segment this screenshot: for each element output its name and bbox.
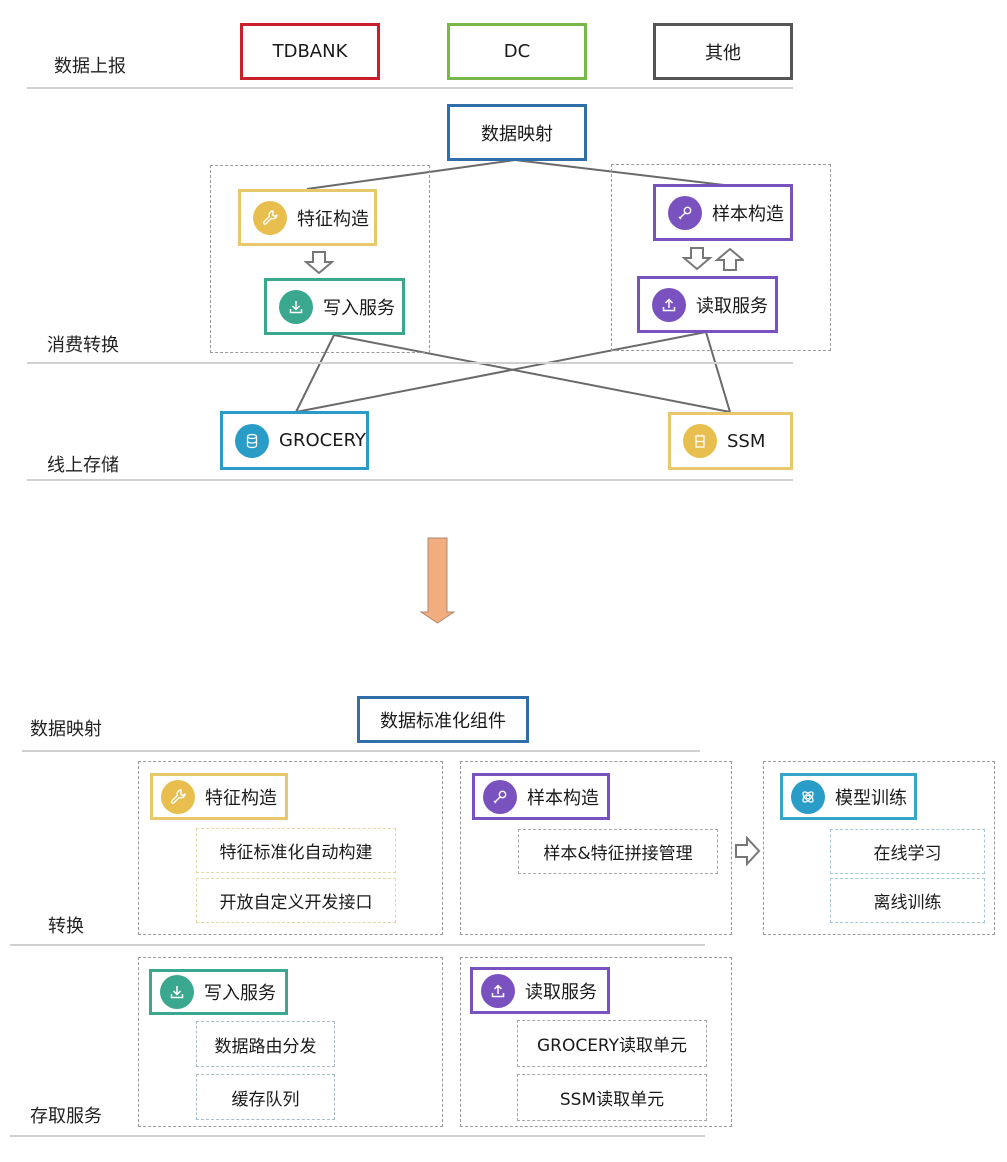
feature-construct-box[interactable]: 特征构造	[150, 773, 288, 820]
wrench-icon	[161, 779, 195, 814]
source-other[interactable]: 其他	[653, 23, 793, 80]
model-training-box[interactable]: 模型训练	[780, 773, 917, 820]
feature-construct-label: 特征构造	[205, 787, 277, 809]
sample-construct-label: 样本构造	[527, 787, 599, 809]
sample-construct-label: 样本构造	[712, 203, 784, 225]
feature-item-label: 开放自定义开发接口	[219, 893, 373, 913]
data-mapping-box[interactable]: 数据映射	[447, 104, 587, 161]
upload-icon	[481, 973, 515, 1008]
data-mapping-label: 数据映射	[481, 123, 553, 145]
divider	[10, 1135, 705, 1137]
feature-construct-label: 特征构造	[297, 208, 369, 230]
connector-mapping-sample	[514, 159, 725, 186]
atom-icon	[791, 779, 825, 814]
download-icon	[279, 289, 313, 324]
write-service-label: 写入服务	[204, 983, 276, 1004]
model-training-label: 模型训练	[835, 787, 907, 809]
transition-arrow-icon	[419, 537, 456, 624]
arrows-bidirectional-icon	[682, 247, 744, 271]
write-service-box[interactable]: 写入服务	[149, 969, 288, 1015]
read-item[interactable]: GROCERY读取单元	[517, 1020, 707, 1067]
read-service-label: 读取服务	[525, 981, 597, 1003]
arrow-down-icon	[304, 251, 334, 275]
read-service-label: 读取服务	[696, 295, 768, 317]
arrow-right-icon	[735, 836, 761, 866]
feature-construct-box[interactable]: 特征构造	[238, 189, 377, 246]
connector-lines	[295, 159, 731, 413]
grocery-label: GROCERY	[279, 430, 366, 451]
feature-item[interactable]: 开放自定义开发接口	[196, 878, 396, 923]
standardization-box[interactable]: 数据标准化组件	[357, 696, 529, 743]
connector-write-grocery	[295, 334, 335, 413]
row-label-storage: 线上存储	[47, 455, 119, 476]
read-item[interactable]: SSM读取单元	[517, 1074, 707, 1121]
source-dc[interactable]: DC	[447, 23, 587, 80]
divider	[27, 87, 793, 89]
feature-item[interactable]: 特征标准化自动构建	[196, 828, 396, 873]
connector-read-grocery	[295, 331, 707, 413]
sample-construct-box[interactable]: 样本构造	[472, 773, 610, 820]
row-label-mapping: 数据映射	[30, 719, 102, 740]
shovel-icon	[668, 195, 702, 230]
source-dc-label: DC	[503, 41, 531, 62]
ssm-box[interactable]: SSM	[668, 412, 793, 470]
read-item-label: SSM读取单元	[559, 1090, 665, 1110]
model-item-label: 离线训练	[873, 893, 942, 913]
connector-write-ssm	[333, 334, 731, 413]
write-item[interactable]: 缓存队列	[196, 1074, 335, 1120]
source-other-label: 其他	[705, 42, 741, 64]
source-tdbank[interactable]: TDBANK	[240, 23, 380, 80]
sample-item-label: 样本&特征拼接管理	[543, 844, 693, 864]
write-item-label: 缓存队列	[231, 1089, 300, 1110]
shovel-icon	[483, 779, 517, 814]
sample-group	[460, 761, 732, 935]
divider	[10, 944, 705, 946]
divider	[27, 479, 793, 481]
divider	[22, 750, 700, 752]
write-service-box[interactable]: 写入服务	[264, 278, 405, 335]
write-item-label: 数据路由分发	[214, 1036, 317, 1057]
write-item[interactable]: 数据路由分发	[196, 1021, 335, 1067]
grocery-box[interactable]: GROCERY	[220, 411, 369, 470]
row-label-consume: 消费转换	[47, 335, 119, 356]
read-group	[460, 957, 732, 1127]
read-item-label: GROCERY读取单元	[536, 1036, 688, 1056]
memory-icon	[683, 424, 717, 458]
wrench-icon	[253, 200, 287, 235]
download-icon	[160, 975, 194, 1009]
read-service-box[interactable]: 读取服务	[637, 276, 778, 333]
feature-item-label: 特征标准化自动构建	[219, 843, 373, 863]
write-group	[138, 957, 443, 1127]
connector-read-ssm	[705, 331, 731, 413]
model-item[interactable]: 在线学习	[830, 829, 985, 874]
upload-icon	[652, 287, 686, 322]
connector-mapping-feature	[306, 159, 516, 190]
row-label-access: 存取服务	[30, 1106, 102, 1127]
ssm-label: SSM	[727, 430, 766, 452]
model-item[interactable]: 离线训练	[830, 878, 985, 923]
sample-construct-box[interactable]: 样本构造	[653, 184, 793, 241]
feature-group	[138, 761, 443, 935]
model-group	[763, 761, 995, 935]
write-service-label: 写入服务	[323, 297, 395, 319]
standardization-label: 数据标准化组件	[380, 710, 506, 732]
source-tdbank-label: TDBANK	[272, 41, 348, 62]
database-icon	[235, 423, 269, 458]
row-label-transform: 转换	[48, 916, 84, 937]
sample-read-group	[611, 164, 831, 351]
divider	[27, 362, 793, 364]
feature-write-group	[210, 165, 430, 353]
model-item-label: 在线学习	[873, 844, 942, 864]
sample-item[interactable]: 样本&特征拼接管理	[518, 829, 718, 874]
read-service-box[interactable]: 读取服务	[470, 967, 610, 1014]
row-label-report: 数据上报	[54, 56, 126, 77]
